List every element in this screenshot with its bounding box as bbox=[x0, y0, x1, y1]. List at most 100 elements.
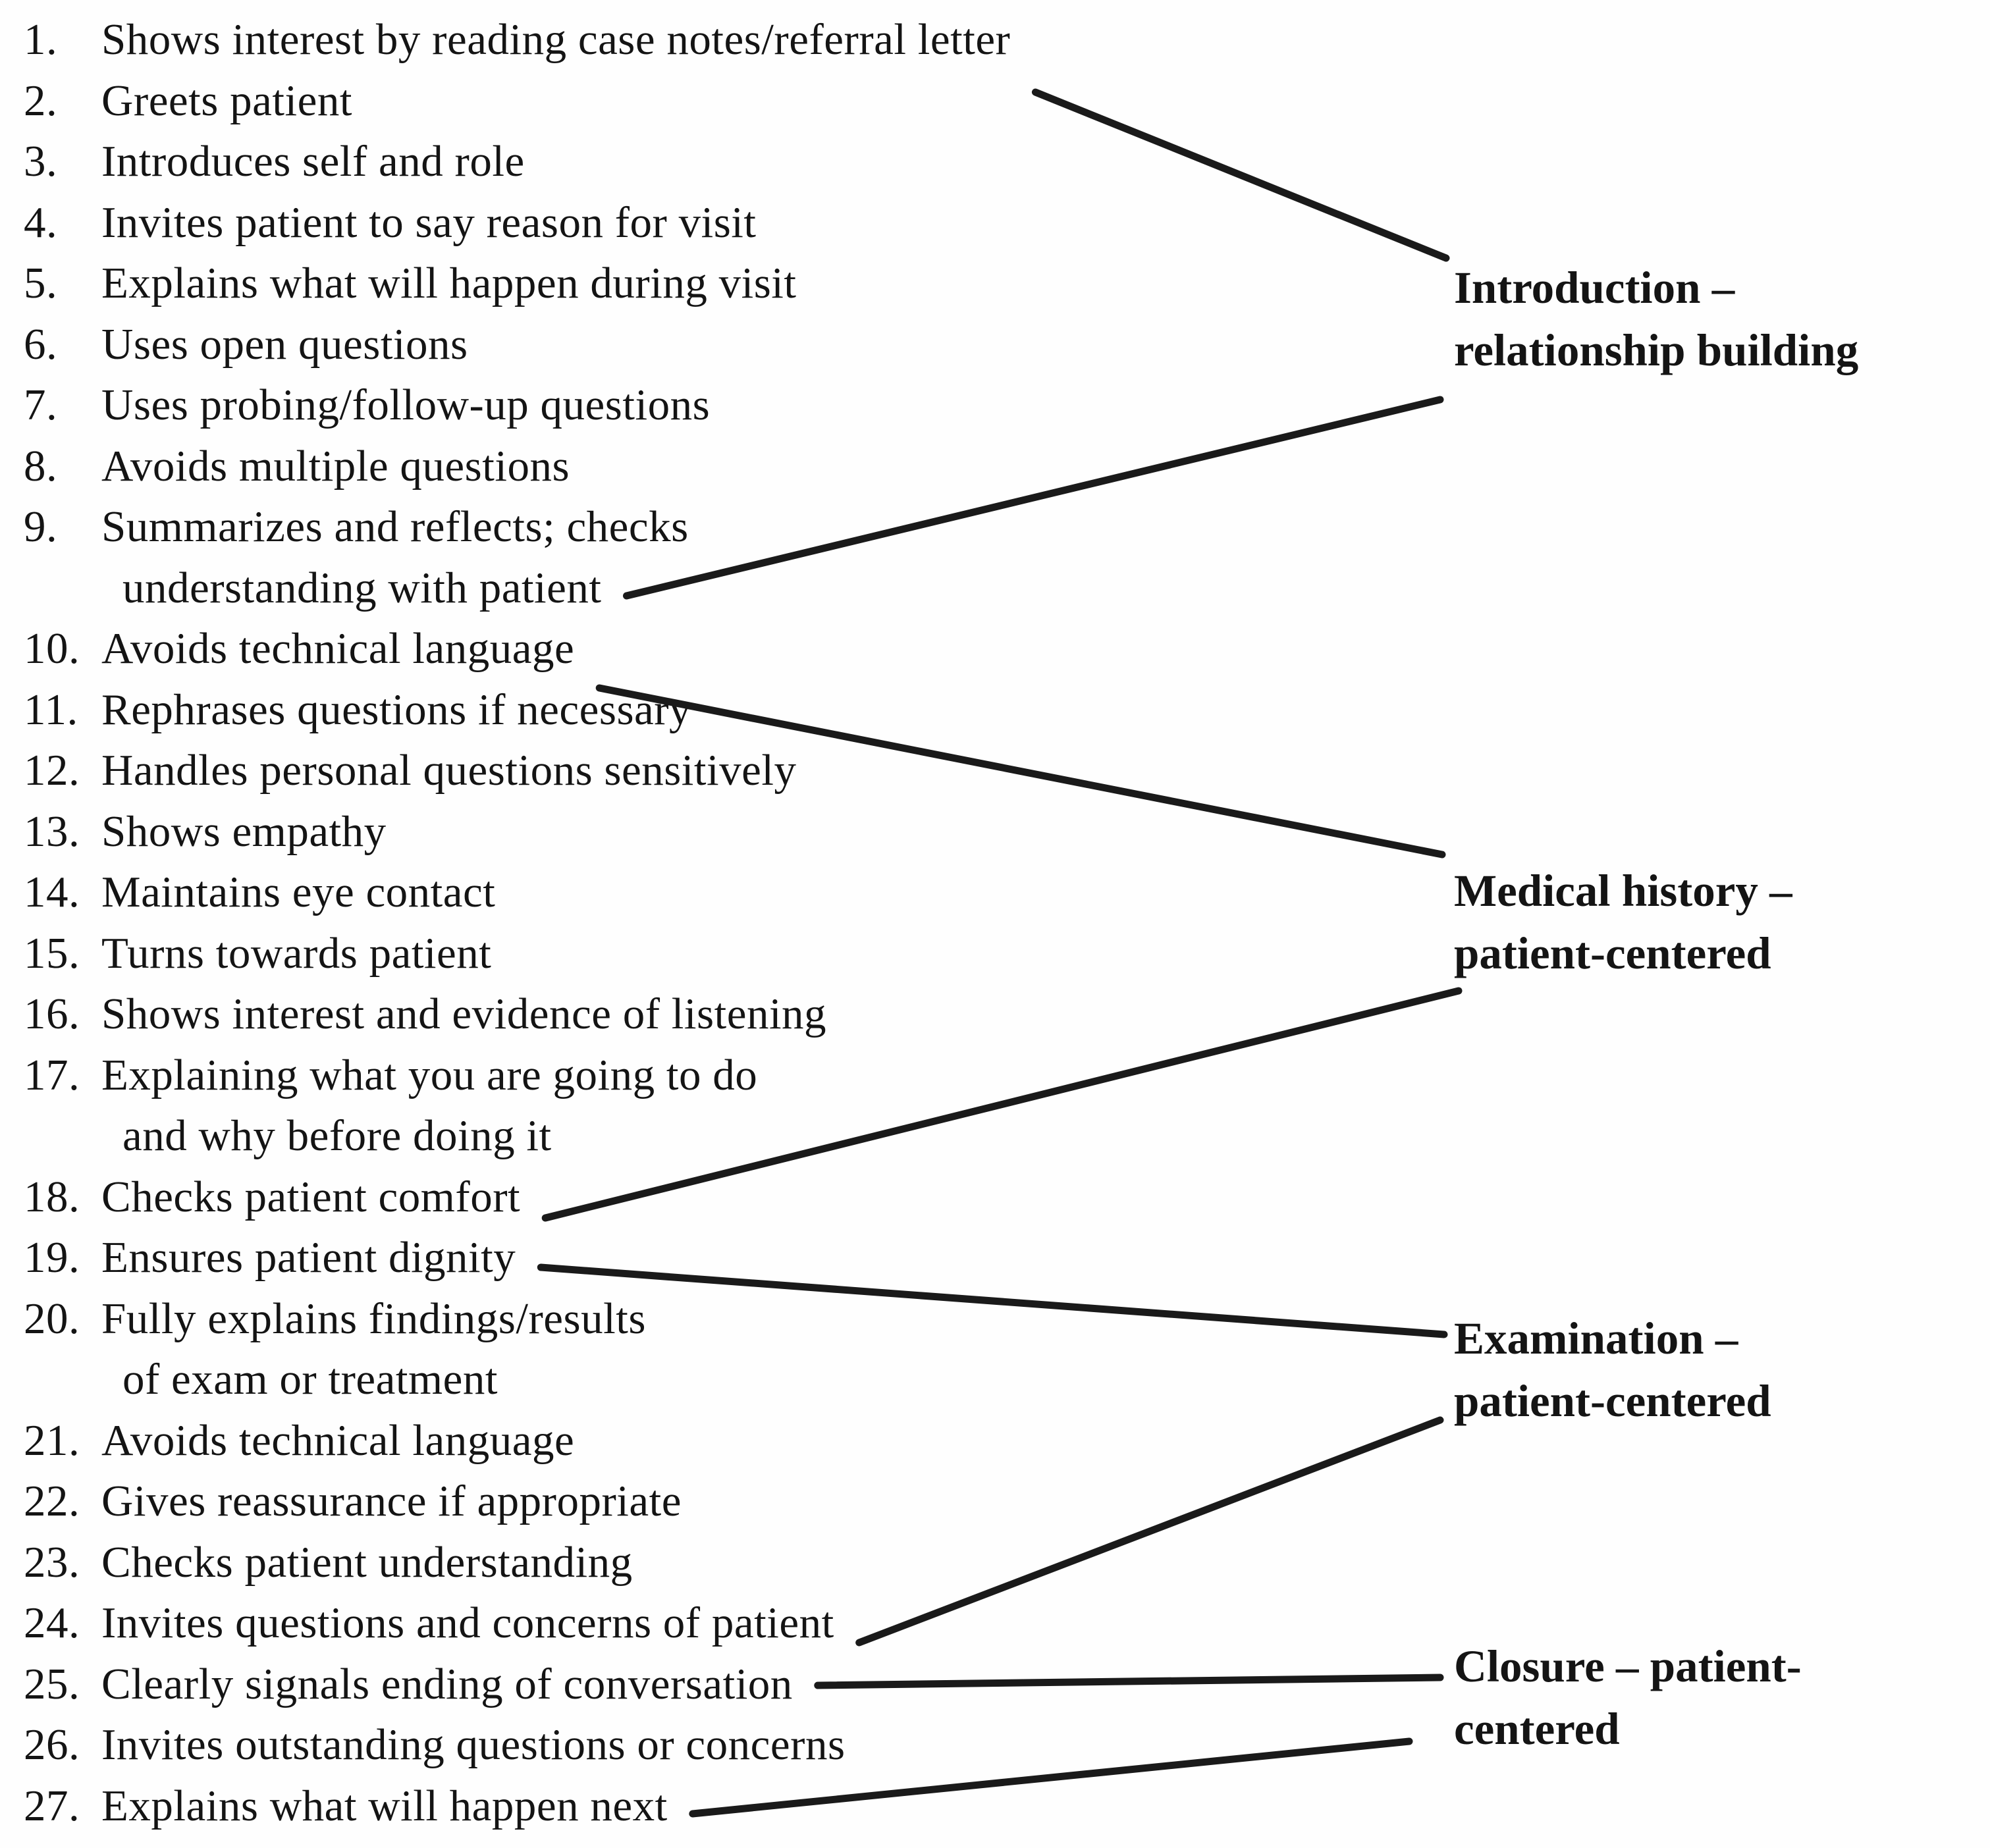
list-item: 18. Checks patient comfort bbox=[24, 1167, 1374, 1228]
item-number: 20. bbox=[24, 1294, 80, 1343]
item-text: Invites patient to say reason for visit bbox=[101, 192, 757, 253]
item-number: 22. bbox=[24, 1477, 80, 1525]
item-text-line: Greets patient bbox=[101, 76, 352, 125]
item-text: Introduces self and role bbox=[101, 131, 525, 192]
item-text-line: Shows interest by reading case notes/ref… bbox=[101, 15, 1011, 64]
list-item: 5. Explains what will happen during visit bbox=[24, 253, 1374, 314]
item-number: 27. bbox=[24, 1781, 80, 1830]
item-number: 26. bbox=[24, 1720, 80, 1769]
item-text-line: Invites patient to say reason for visit bbox=[101, 198, 757, 247]
list-item: 11. Rephrases questions if necessary bbox=[24, 679, 1374, 741]
category-label-closure: Closure – patient- centered bbox=[1454, 1635, 1981, 1760]
item-text-line: Uses open questions bbox=[101, 319, 468, 369]
item-number: 23. bbox=[24, 1537, 80, 1587]
item-number: 2. bbox=[24, 76, 58, 125]
item-text-line: Shows interest and evidence of listening bbox=[101, 990, 827, 1038]
list-item: 23. Checks patient understanding bbox=[24, 1532, 1374, 1593]
category-label-text: centered bbox=[1454, 1704, 1620, 1754]
category-label-text: Examination – bbox=[1454, 1313, 1738, 1363]
category-label-text: Introduction – bbox=[1454, 263, 1735, 313]
item-text-line: Clearly signals ending of conversation bbox=[101, 1659, 793, 1708]
item-text: Avoids technical language bbox=[101, 618, 574, 679]
item-number: 25. bbox=[24, 1659, 80, 1708]
item-text: Checks patient comfort bbox=[101, 1167, 520, 1228]
list-item: 1. Shows interest by reading case notes/r… bbox=[24, 9, 1374, 70]
item-number: 9. bbox=[24, 502, 58, 551]
item-number: 18. bbox=[24, 1172, 80, 1221]
item-number: 7. bbox=[24, 381, 58, 429]
item-text: Maintains eye contact bbox=[101, 862, 495, 923]
item-text: Clearly signals ending of conversation bbox=[101, 1654, 793, 1715]
item-text: Ensures patient dignity bbox=[101, 1227, 516, 1288]
item-text-line: Avoids technical language bbox=[101, 1415, 575, 1465]
item-number: 16. bbox=[24, 990, 80, 1038]
item-text: Avoids technical language bbox=[101, 1410, 574, 1471]
category-label-text: relationship building bbox=[1454, 325, 1859, 375]
list-item: 10. Avoids technical language bbox=[24, 618, 1374, 679]
list-item: 19. Ensures patient dignity bbox=[24, 1227, 1374, 1288]
item-number: 6. bbox=[24, 319, 58, 369]
item-text-line: Ensures patient dignity bbox=[101, 1233, 516, 1282]
category-label-text: patient-centered bbox=[1454, 928, 1771, 978]
list-item: 17. Explaining what you are going to do an… bbox=[24, 1045, 1374, 1167]
item-number: 17. bbox=[24, 1050, 80, 1099]
item-number: 13. bbox=[24, 806, 80, 856]
item-number: 10. bbox=[24, 624, 80, 673]
item-text: Explains what will happen during visit bbox=[101, 253, 797, 314]
item-text: Shows interest by reading case notes/ref… bbox=[101, 9, 1010, 70]
category-label-examination: Examination – patient-centered bbox=[1454, 1307, 1981, 1433]
list-item: 16. Shows interest and evidence of listen… bbox=[24, 984, 1374, 1045]
item-text-line: Turns towards patient bbox=[101, 928, 492, 978]
item-text: Checks patient understanding bbox=[101, 1532, 633, 1593]
list-item: 2. Greets patient bbox=[24, 70, 1374, 132]
category-label-text: patient-centered bbox=[1454, 1376, 1771, 1426]
item-number: 15. bbox=[24, 928, 80, 978]
item-text: Handles personal questions sensitively bbox=[101, 740, 796, 801]
item-text-line: Explaining what you are going to do bbox=[101, 1050, 758, 1099]
item-text-line: and why before doing it bbox=[122, 1111, 552, 1160]
list-item: 21.Avoids technical language bbox=[24, 1410, 1374, 1471]
item-text: Avoids multiple questions bbox=[101, 436, 570, 497]
item-number: 12. bbox=[24, 746, 80, 795]
item-text-line: Rephrases questions if necessary bbox=[101, 685, 692, 734]
list-item: 26. Invites outstanding questions or conc… bbox=[24, 1714, 1374, 1776]
item-text: Explains what will happen next bbox=[101, 1776, 668, 1837]
item-text: Uses open questions bbox=[101, 314, 468, 375]
item-text-line: Uses probing/follow-up questions bbox=[101, 381, 711, 429]
item-text: Gives reassurance if appropriate bbox=[101, 1471, 682, 1532]
item-text: Shows empathy bbox=[101, 801, 387, 862]
item-text-line: Invites questions and concerns of patien… bbox=[101, 1598, 834, 1647]
list-item: 3. Introduces self and role bbox=[24, 131, 1374, 192]
category-label-introduction: Introduction – relationship building bbox=[1454, 257, 1981, 382]
item-number: 19. bbox=[24, 1233, 80, 1282]
item-text: Greets patient bbox=[101, 70, 352, 132]
item-text-line: Handles personal questions sensitively bbox=[101, 746, 797, 795]
item-number: 24. bbox=[24, 1598, 80, 1647]
item-text-line: Explains what will happen during visit bbox=[101, 259, 797, 307]
item-text-line: Avoids technical language bbox=[101, 624, 575, 673]
item-number: 4. bbox=[24, 198, 58, 247]
item-text-line: Checks patient comfort bbox=[101, 1172, 521, 1221]
item-number: 8. bbox=[24, 441, 58, 490]
list-item: 6. Uses open questions bbox=[24, 314, 1374, 375]
item-text-line: Invites outstanding questions or concern… bbox=[101, 1720, 846, 1769]
item-text-line: Fully explains findings/results bbox=[101, 1294, 646, 1343]
item-number: 3. bbox=[24, 137, 58, 186]
item-text: Invites questions and concerns of patien… bbox=[101, 1593, 834, 1654]
item-number: 5. bbox=[24, 259, 58, 307]
list-item: 12. Handles personal questions sensitivel… bbox=[24, 740, 1374, 801]
item-number: 1. bbox=[24, 15, 58, 64]
item-number: 11. bbox=[24, 685, 78, 734]
list-item: 27. Explains what will happen next bbox=[24, 1776, 1374, 1837]
list-item: 13. Shows empathy bbox=[24, 801, 1374, 862]
list-item: 4. Invites patient to say reason for visi… bbox=[24, 192, 1374, 253]
list-item: 25. Clearly signals ending of conversatio… bbox=[24, 1654, 1374, 1715]
list-item: 24. Invites questions and concerns of pat… bbox=[24, 1593, 1374, 1654]
item-text-line: understanding with patient bbox=[122, 563, 602, 612]
category-label-text: Medical history – bbox=[1454, 866, 1792, 916]
category-label-text: Closure – patient- bbox=[1454, 1641, 1802, 1691]
